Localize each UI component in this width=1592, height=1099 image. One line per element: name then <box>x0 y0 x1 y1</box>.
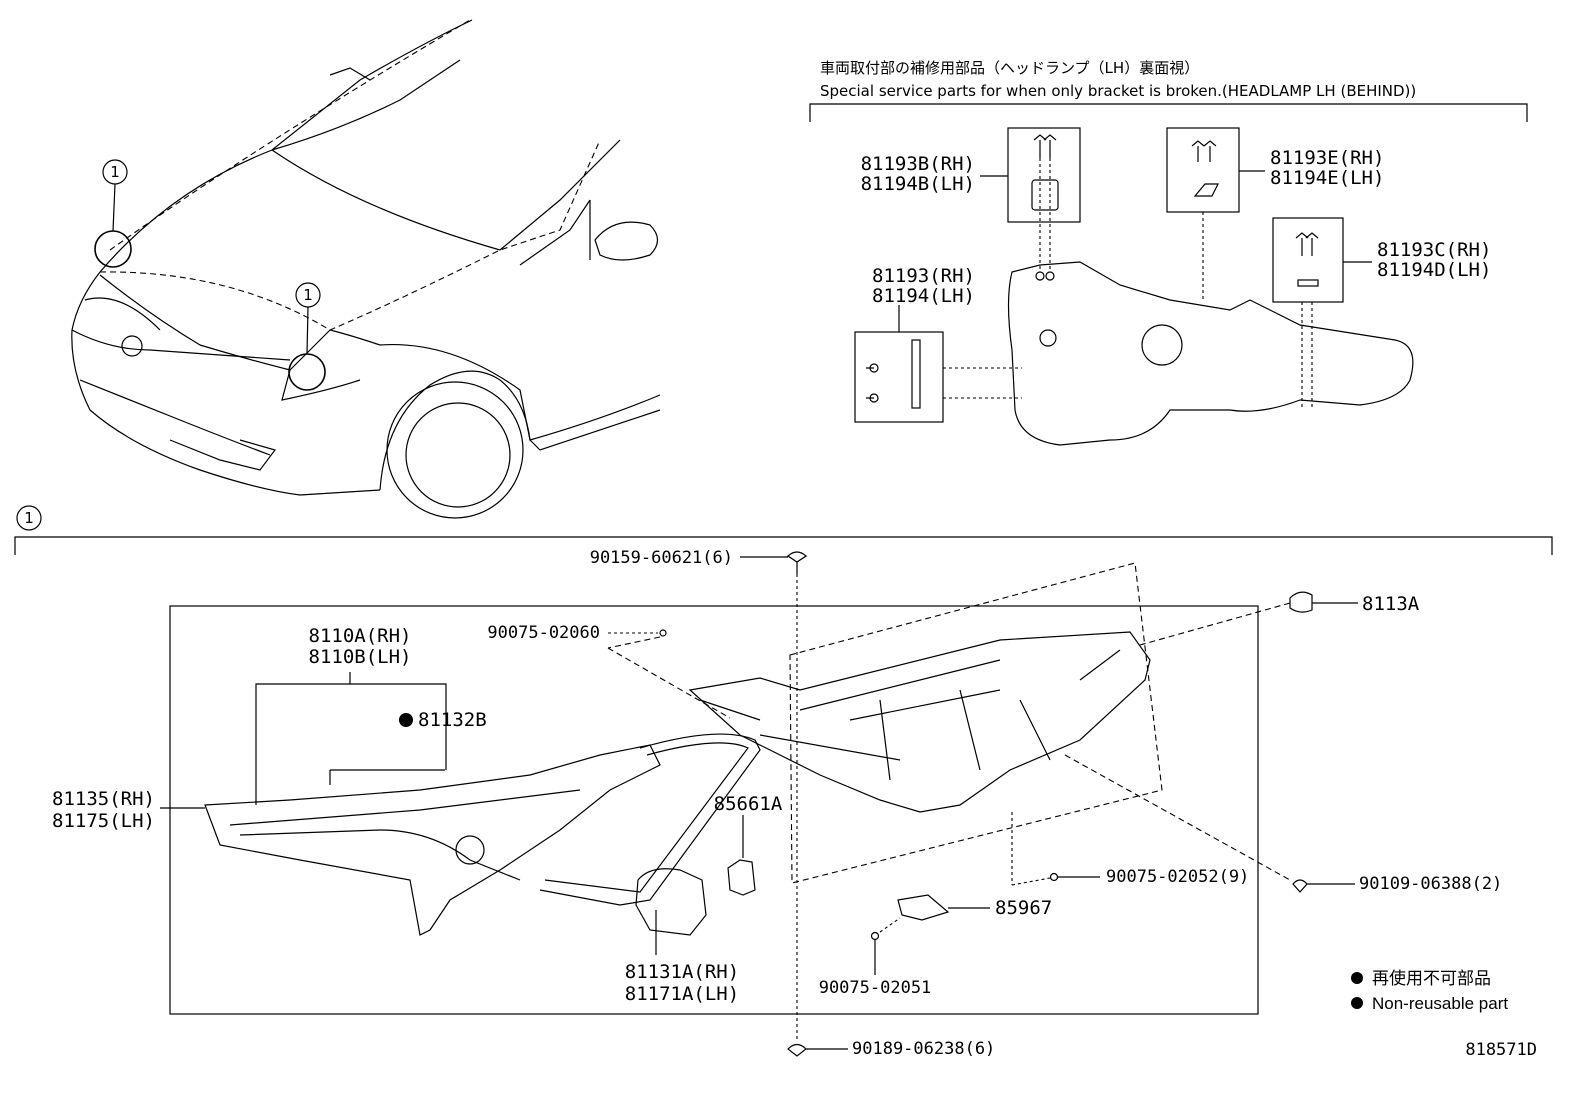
bracket-label-b2-lh: 81194E(LH) <box>1270 167 1384 189</box>
callout-marker-1a: 1 <box>110 163 120 181</box>
service-header-english: Special service parts for when only brac… <box>820 82 1416 100</box>
legend-non-reusable-en: Non-reusable part <box>1372 994 1508 1013</box>
bracket-label-b3-rh: 81193C(RH) <box>1377 239 1491 261</box>
legend-non-reusable-jp: 再使用不可部品 <box>1372 968 1491 988</box>
bracket-label-b4-lh: 81194(LH) <box>872 285 975 307</box>
label-81171A: 81171A(LH) <box>625 983 739 1005</box>
main-assembly-section: 1 90159-60621(6) 8113A 90075-02060 <box>14 505 1553 1059</box>
car-illustration: 1 1 <box>71 19 661 519</box>
bracket-label-b4-rh: 81193(RH) <box>872 265 975 287</box>
bracket-label-b1-lh: 81194B(LH) <box>861 173 975 195</box>
label-90075-02052: 90075-02052(9) <box>1106 867 1249 887</box>
label-90075-02060: 90075-02060 <box>487 623 600 643</box>
label-8113A: 8113A <box>1362 593 1420 615</box>
legend: 再使用不可部品 Non-reusable part <box>1351 968 1508 1013</box>
label-90109: 90109-06388(2) <box>1359 874 1502 894</box>
diagram-number: 818571D <box>1465 1040 1537 1060</box>
label-85661A: 85661A <box>714 793 783 815</box>
service-parts-section: 車両取付部の補修用部品（ヘッドランプ（LH）裏面視） Special servi… <box>809 59 1528 446</box>
label-8110A: 8110A(RH) <box>309 625 412 647</box>
bracket-label-b1-rh: 81193B(RH) <box>861 153 975 175</box>
bracket-label-b2-rh: 81193E(RH) <box>1270 147 1384 169</box>
label-85967: 85967 <box>995 897 1052 919</box>
label-81131A: 81131A(RH) <box>625 961 739 983</box>
label-90075-02051: 90075-02051 <box>819 978 932 998</box>
label-81175: 81175(LH) <box>52 810 155 832</box>
label-90159: 90159-60621(6) <box>590 548 733 568</box>
service-header-japanese: 車両取付部の補修用部品（ヘッドランプ（LH）裏面視） <box>820 59 1199 77</box>
label-81135: 81135(RH) <box>52 788 155 810</box>
label-90189: 90189-06238(6) <box>852 1039 995 1059</box>
callout-marker-1b: 1 <box>303 286 313 304</box>
callout-marker-1c: 1 <box>24 509 34 527</box>
label-81132B: 81132B <box>418 709 487 731</box>
bracket-label-b3-lh: 81194D(LH) <box>1377 259 1491 281</box>
label-8110B: 8110B(LH) <box>309 646 412 668</box>
